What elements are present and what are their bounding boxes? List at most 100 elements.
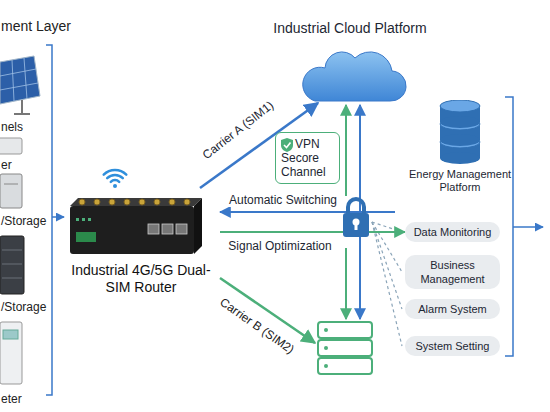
solar-panel bbox=[14, 113, 30, 115]
battery-rack bbox=[2, 278, 22, 279]
server-stack bbox=[324, 328, 328, 332]
router-illustration bbox=[139, 199, 145, 205]
node-text: Industrial Cloud Platform bbox=[265, 20, 435, 36]
connector-arrow bbox=[220, 211, 395, 213]
uplink-lines bbox=[345, 248, 347, 319]
cloud-shape bbox=[265, 46, 435, 103]
device-label: eter bbox=[1, 392, 22, 406]
vpn-box: VPN Secore Channel bbox=[275, 132, 340, 184]
router-illustration bbox=[70, 206, 194, 254]
node-text: Alarm System bbox=[411, 302, 494, 316]
dashed-links bbox=[372, 222, 402, 346]
inverter-box bbox=[0, 138, 22, 154]
platform-node: Energy Management Platform bbox=[395, 100, 525, 218]
shield-icon bbox=[284, 143, 291, 148]
server-stack bbox=[318, 358, 372, 374]
solar-panel bbox=[24, 58, 27, 99]
router-illustration bbox=[76, 218, 79, 221]
server-stack bbox=[324, 346, 328, 350]
solar-panel bbox=[0, 56, 40, 104]
router-illustration bbox=[184, 199, 190, 205]
storage-cabinet bbox=[0, 174, 22, 208]
energy-meter bbox=[3, 330, 18, 339]
router-illustration bbox=[176, 224, 187, 234]
router-illustration bbox=[169, 199, 175, 205]
input-bracket bbox=[46, 45, 52, 395]
router-illustration bbox=[162, 224, 173, 234]
shield-icon bbox=[280, 137, 294, 153]
database-icon bbox=[440, 152, 480, 164]
database-icon bbox=[440, 116, 480, 128]
dashed-links bbox=[372, 222, 402, 232]
edge-label: Signal Optimization bbox=[226, 239, 333, 253]
input-bracket bbox=[46, 45, 64, 395]
cloud-outline bbox=[303, 52, 406, 101]
wifi-symbol bbox=[104, 170, 127, 175]
device-label: er bbox=[1, 158, 12, 172]
lock-icon bbox=[343, 213, 369, 237]
wifi-symbol bbox=[111, 180, 119, 182]
solar-panel bbox=[21, 100, 23, 114]
router-illustration bbox=[70, 198, 202, 206]
output-bracket bbox=[505, 97, 513, 356]
node-text: Business Management bbox=[411, 258, 494, 286]
router-illustration bbox=[62, 188, 220, 260]
edge-label: Carrier A (SIM1) bbox=[198, 97, 278, 163]
function-pill: Data Monitoring bbox=[405, 222, 500, 242]
dashed-links bbox=[372, 222, 402, 272]
server-stack bbox=[318, 322, 372, 338]
energy-meter bbox=[0, 322, 22, 384]
node-text: System Setting bbox=[411, 339, 494, 353]
device-label: ment Layer bbox=[1, 18, 71, 35]
router-illustration bbox=[94, 199, 100, 205]
router-illustration bbox=[88, 218, 91, 221]
solar-panel bbox=[0, 56, 40, 114]
node-text: Industrial 4G/5G Dual-SIM Router bbox=[62, 262, 220, 296]
edge-label: Carrier B (SIM2) bbox=[215, 294, 298, 358]
function-pill: Business Management bbox=[405, 255, 500, 289]
router-illustration bbox=[109, 199, 115, 205]
energy-meter bbox=[0, 322, 22, 384]
router-illustration bbox=[154, 199, 160, 205]
wifi-symbol bbox=[104, 170, 127, 188]
router-illustration bbox=[124, 199, 130, 205]
device-label: /Storage bbox=[1, 300, 46, 314]
node-text: Energy Management Platform bbox=[395, 168, 525, 194]
storage-cabinet bbox=[4, 184, 18, 185]
connector-arrow bbox=[220, 231, 405, 233]
shield-icon bbox=[281, 138, 293, 152]
dashed-links bbox=[372, 222, 402, 346]
wifi-symbol bbox=[113, 184, 117, 188]
storage-cabinet bbox=[0, 174, 22, 208]
lock-icon bbox=[343, 199, 369, 237]
solar-panel bbox=[0, 69, 36, 76]
lock-icon bbox=[355, 223, 358, 230]
battery-rack bbox=[0, 236, 24, 294]
device-label: nels bbox=[1, 120, 23, 134]
wifi-symbol bbox=[107, 175, 123, 178]
output-bracket bbox=[505, 97, 543, 356]
router-illustration bbox=[79, 199, 85, 205]
solar-panel bbox=[0, 83, 38, 90]
battery-rack bbox=[2, 264, 22, 265]
database-icon bbox=[440, 134, 480, 146]
inverter-box bbox=[0, 138, 22, 154]
cloud-node: Industrial Cloud Platform bbox=[265, 20, 435, 103]
database-icon bbox=[440, 100, 480, 112]
function-pill: Alarm System bbox=[405, 299, 500, 319]
edge-label: Automatic Switching bbox=[227, 193, 339, 207]
uplink-lines bbox=[345, 105, 347, 196]
dashed-links bbox=[372, 222, 402, 309]
input-bracket bbox=[52, 216, 64, 218]
router-illustration bbox=[82, 218, 85, 221]
solar-panel bbox=[12, 60, 14, 101]
router-illustration bbox=[148, 224, 159, 234]
function-pill: System Setting bbox=[405, 336, 500, 356]
node-text: VPN Secore Channel bbox=[281, 137, 334, 179]
router-illustration bbox=[76, 232, 96, 242]
server-stack bbox=[324, 364, 328, 368]
database-icon bbox=[395, 100, 525, 166]
device-label: /Storage bbox=[1, 214, 46, 228]
output-bracket bbox=[513, 226, 543, 228]
router-illustration bbox=[194, 198, 202, 254]
